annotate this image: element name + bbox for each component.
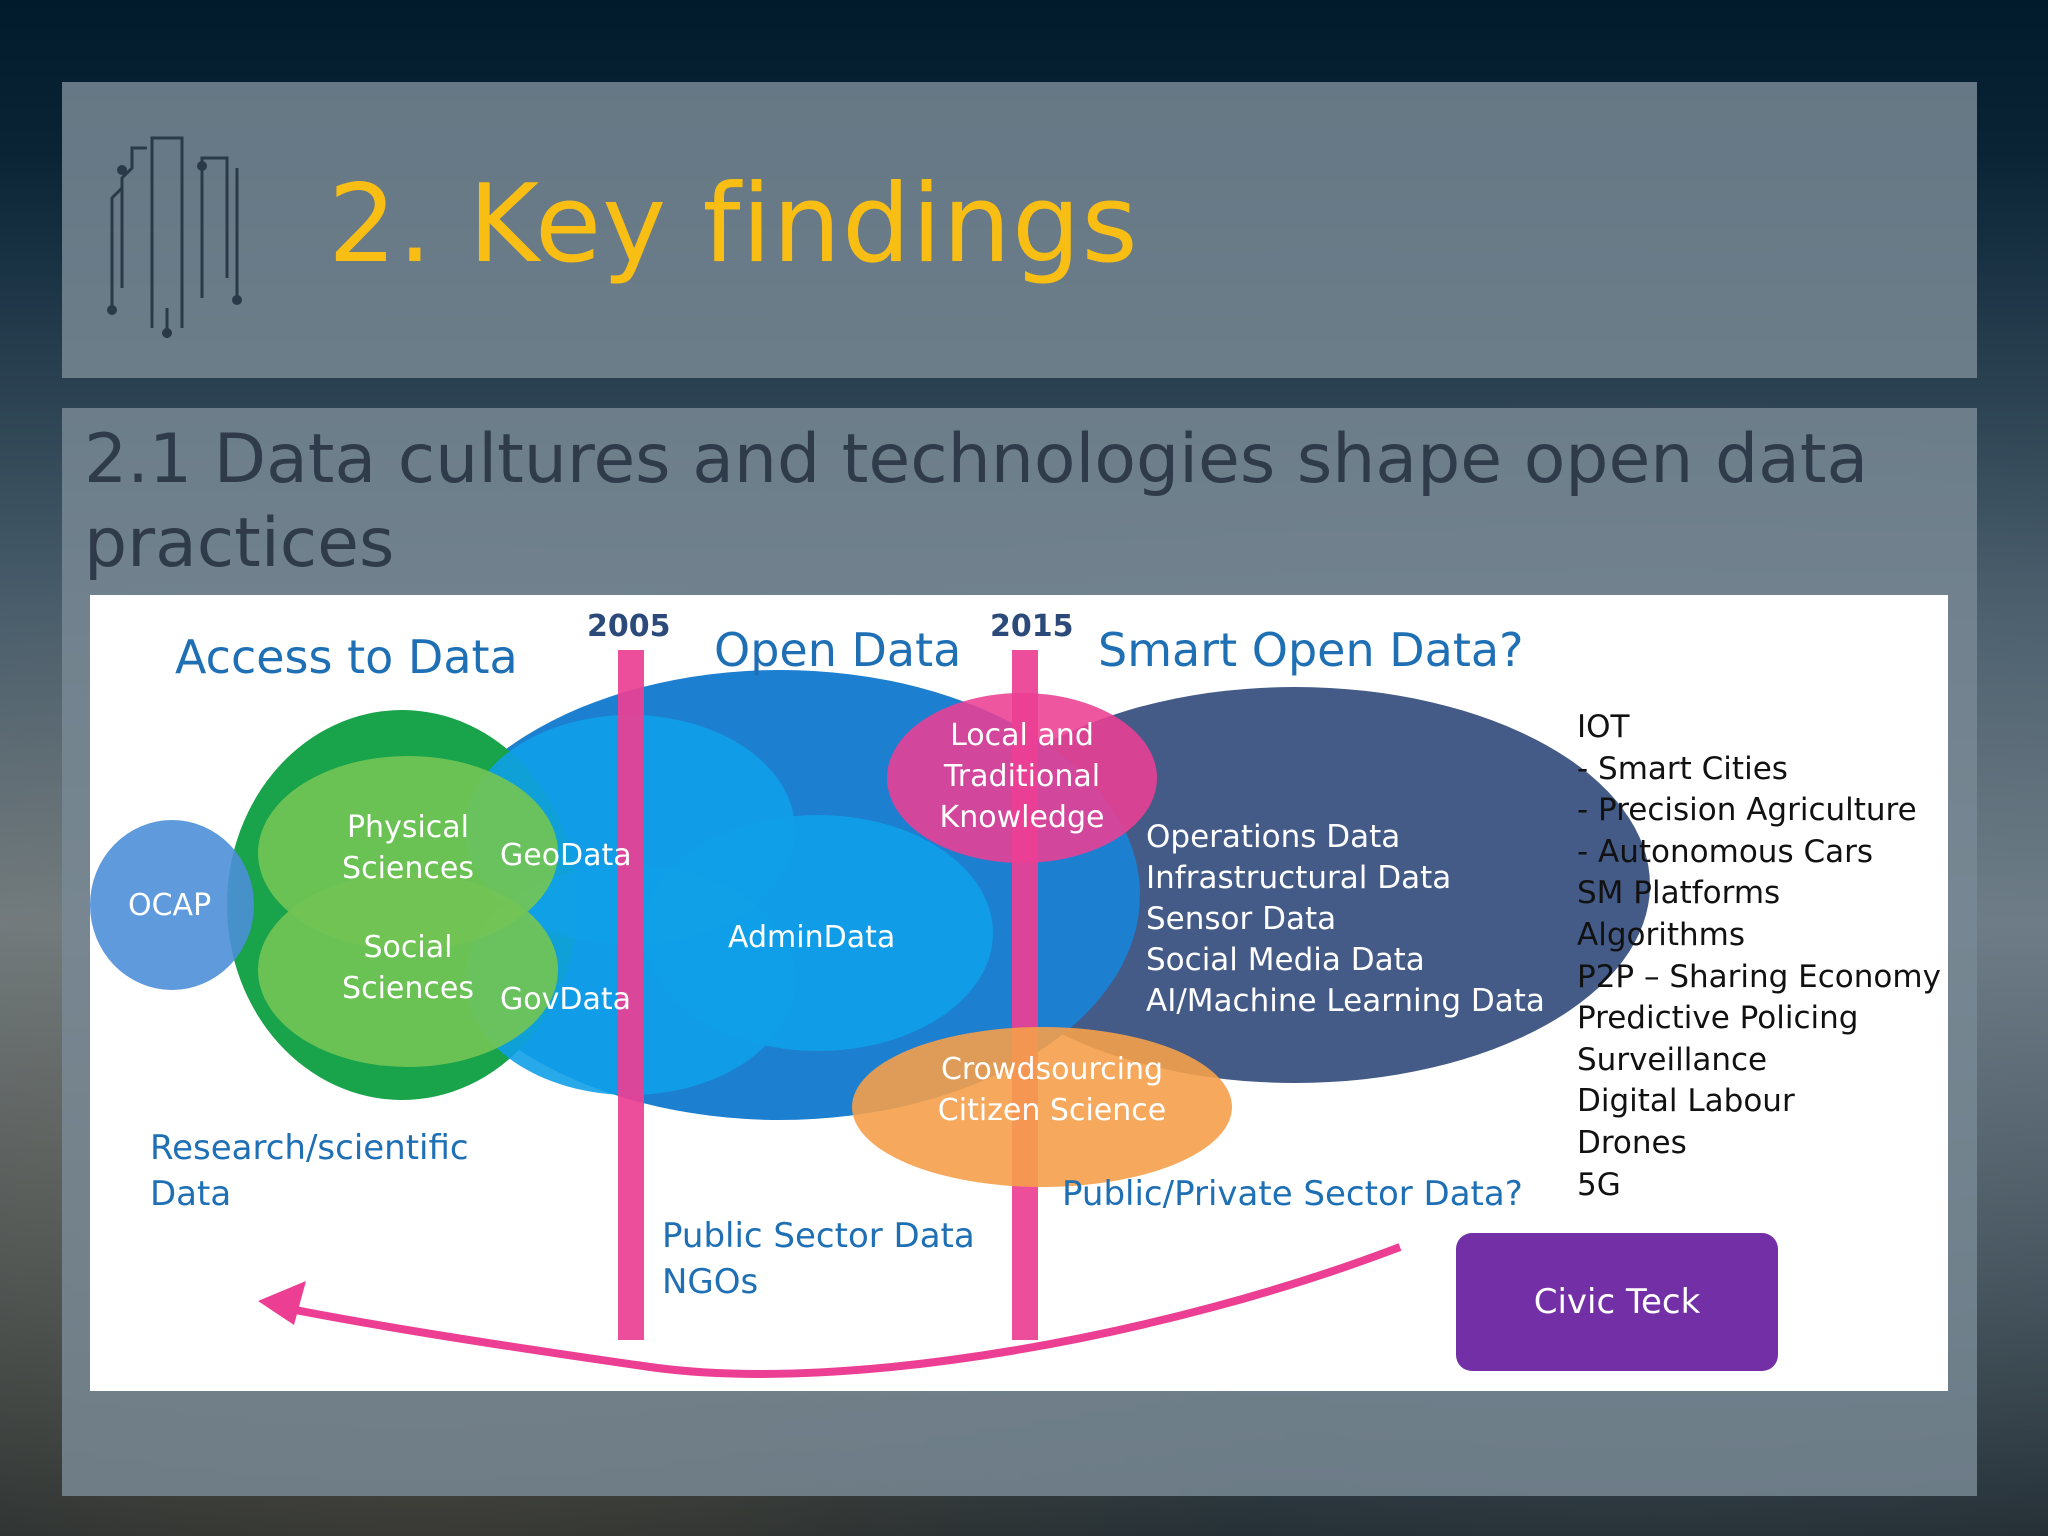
smart-data-item: AI/Machine Learning Data	[1146, 983, 1545, 1019]
technology-item: - Autonomous Cars	[1577, 833, 1873, 870]
civic-teck-box: Civic Teck	[1456, 1233, 1778, 1371]
research-data-note: Research/scientific Data	[150, 1125, 469, 1217]
social-sciences-label: Social Sciences	[318, 927, 498, 1009]
social-sciences-line: Social	[363, 930, 453, 965]
data-cultures-diagram: Access to Data 2005 Open Data 2015 Smart…	[90, 595, 1948, 1391]
research-data-line: Data	[150, 1174, 232, 1214]
era-smart-open-data: Smart Open Data?	[1098, 623, 1524, 677]
local-knowledge-line: Knowledge	[939, 800, 1105, 835]
local-knowledge-line: Traditional	[943, 759, 1101, 794]
ocap-ellipse	[90, 820, 254, 990]
physical-sciences-line: Physical	[346, 810, 470, 845]
local-knowledge-ellipse	[887, 693, 1157, 863]
local-knowledge-label: Local and Traditional Knowledge	[932, 715, 1112, 838]
technology-item: Drones	[1577, 1124, 1687, 1161]
smart-data-item: Sensor Data	[1146, 901, 1337, 937]
physical-sciences-label: Physical Sciences	[318, 807, 498, 889]
ocap-label: OCAP	[128, 888, 212, 923]
technology-item: - Smart Cities	[1577, 750, 1788, 787]
smart-data-item: Infrastructural Data	[1146, 860, 1452, 896]
smart-data-item: Social Media Data	[1146, 942, 1425, 978]
technology-item: Digital Labour	[1577, 1083, 1795, 1120]
technology-item: Surveillance	[1577, 1041, 1768, 1078]
technology-item: P2P – Sharing Economy	[1577, 958, 1941, 995]
era-open-data: Open Data	[714, 623, 962, 677]
physical-sciences-line: Sciences	[342, 851, 474, 886]
social-sciences-line: Sciences	[342, 971, 474, 1006]
technology-item: 5G	[1577, 1166, 1621, 1203]
govdata-label: GovData	[500, 982, 631, 1017]
crowdsourcing-line: Crowdsourcing	[940, 1052, 1164, 1087]
admindata-ellipse	[643, 815, 993, 1051]
technology-item: Predictive Policing	[1577, 1000, 1859, 1037]
public-sector-note: Public Sector Data NGOs	[662, 1213, 975, 1305]
year-2005-bar	[618, 650, 644, 1340]
technology-item: IOT	[1577, 709, 1630, 745]
smart-data-list: Operations Data Infrastructural Data Sen…	[1146, 817, 1545, 1022]
technology-item: SM Platforms	[1577, 875, 1781, 912]
local-knowledge-line: Local and	[950, 718, 1094, 753]
public-sector-line: Public Sector Data	[662, 1216, 975, 1256]
title-banner	[62, 82, 1977, 378]
crowdsourcing-ellipse	[852, 1027, 1232, 1187]
crowdsourcing-label: Crowdsourcing Citizen Science	[932, 1049, 1172, 1131]
slide-title: 2. Key findings	[328, 162, 1139, 287]
return-arrow	[279, 1243, 1402, 1378]
crowdsourcing-line: Citizen Science	[937, 1093, 1167, 1128]
admindata-label: AdminData	[728, 920, 896, 955]
year-2005-label: 2005	[587, 609, 671, 644]
technology-list: IOT - Smart Cities - Precision Agricultu…	[1577, 707, 1941, 1206]
return-arrow-head-icon	[258, 1281, 306, 1325]
year-2015-label: 2015	[990, 609, 1074, 644]
city-circuit-logo-icon	[107, 136, 242, 338]
geodata-label: GeoData	[500, 838, 632, 873]
slide-subtitle: 2.1 Data cultures and technologies shape…	[84, 420, 1869, 583]
social-sciences-ellipse	[258, 873, 558, 1067]
public-private-note: Public/Private Sector Data?	[1062, 1174, 1523, 1214]
public-sector-line: NGOs	[662, 1262, 759, 1302]
technology-item: - Precision Agriculture	[1577, 792, 1917, 829]
research-data-line: Research/scientific	[150, 1128, 469, 1168]
technology-item: Algorithms	[1577, 916, 1745, 953]
era-access-to-data: Access to Data	[175, 630, 518, 684]
smart-data-item: Operations Data	[1146, 819, 1401, 855]
diagram-shapes	[90, 650, 1650, 1378]
